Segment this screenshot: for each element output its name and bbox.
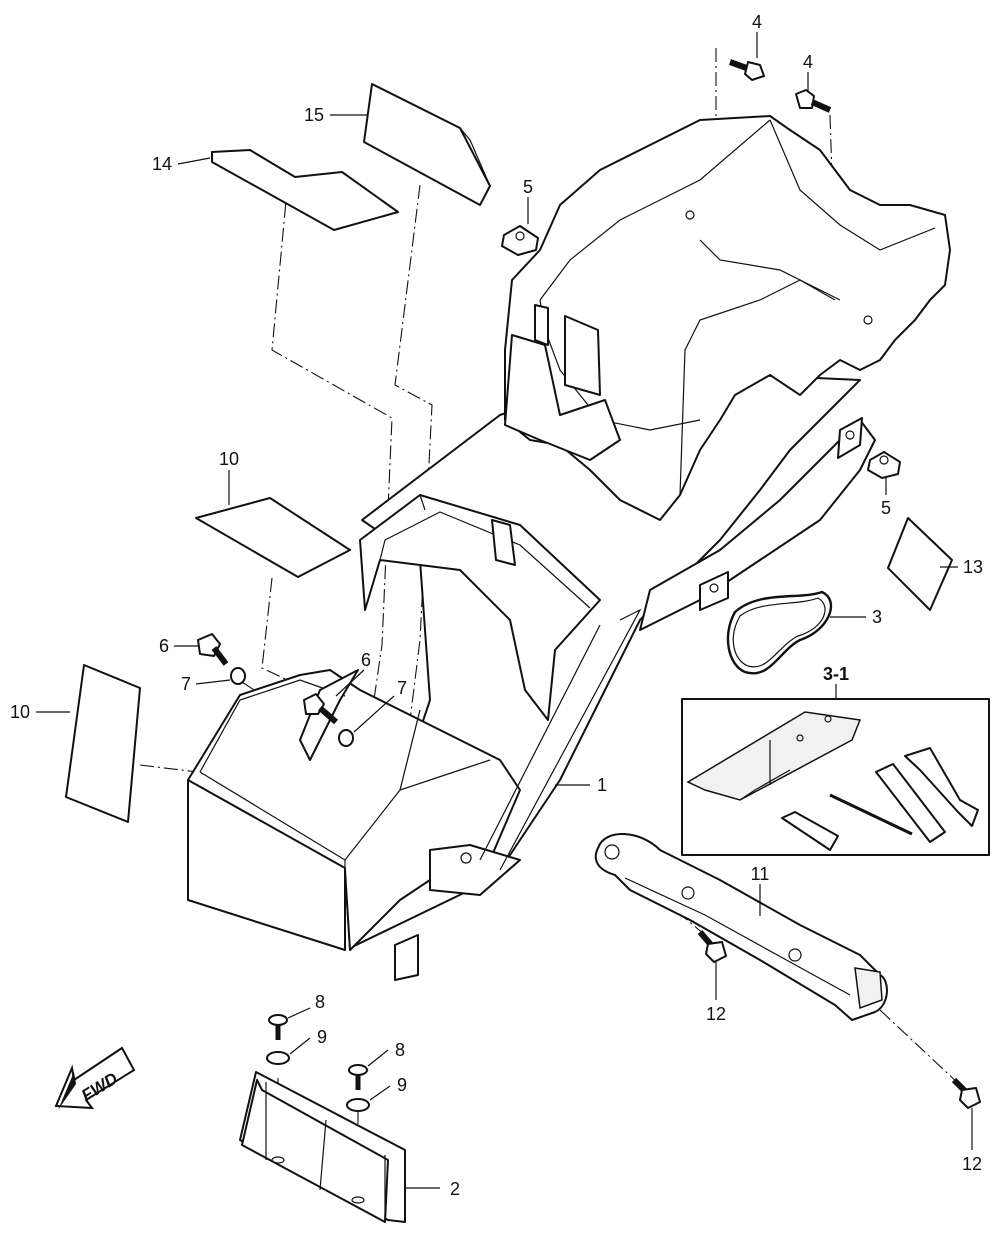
washer-9b — [346, 1098, 370, 1112]
callout-labels: 4 4 5 5 15 14 10 10 6 7 6 7 1 3 13 3-1 1… — [10, 12, 983, 1199]
part-15-foam-pad — [363, 83, 491, 206]
screw-8b — [348, 1064, 368, 1090]
callout-3-1: 3-1 — [823, 664, 849, 684]
callout-4b: 4 — [803, 52, 813, 72]
callout-14: 14 — [152, 154, 172, 174]
nut-clip-5a — [501, 225, 539, 256]
callout-10a: 10 — [219, 449, 239, 469]
bolt-12a — [697, 930, 727, 963]
washer-9a — [266, 1051, 290, 1065]
callout-8a: 8 — [315, 992, 325, 1012]
screw-8a — [268, 1014, 288, 1040]
nut-clip-5b — [867, 451, 901, 479]
callout-9b: 9 — [397, 1075, 407, 1095]
bolt-6b — [303, 693, 338, 725]
washer-7a — [230, 667, 246, 685]
callout-3: 3 — [872, 607, 882, 627]
leader-lines — [36, 32, 973, 1189]
part-2-lower-bracket — [239, 1071, 406, 1223]
callout-7b: 7 — [397, 678, 407, 698]
bolt-12b — [951, 1077, 981, 1109]
callout-5a: 5 — [523, 177, 533, 197]
part-13-label — [887, 517, 953, 611]
callout-11: 11 — [751, 864, 770, 884]
callout-9a: 9 — [317, 1027, 327, 1047]
callout-10b: 10 — [10, 702, 30, 722]
part-10-pad-upper — [195, 497, 351, 578]
callout-15: 15 — [304, 105, 324, 125]
callout-7a: 7 — [181, 674, 191, 694]
callout-1: 1 — [597, 775, 607, 795]
fasteners — [197, 59, 981, 1112]
callout-4a: 4 — [752, 12, 762, 32]
fwd-direction-arrow: FWD — [54, 1046, 136, 1110]
part-11-bracket — [594, 833, 888, 1021]
bolt-4b — [795, 89, 832, 113]
bolt-6a — [197, 633, 229, 666]
part-1-rear-fender — [187, 115, 951, 981]
part-3-seal-ring — [726, 590, 833, 675]
callout-6b: 6 — [361, 650, 371, 670]
callout-5b: 5 — [881, 498, 891, 518]
part-3-1-tool-kit — [681, 698, 990, 856]
part-14-foam-strip — [211, 149, 399, 231]
callout-12b: 12 — [962, 1154, 982, 1174]
callout-8b: 8 — [395, 1040, 405, 1060]
washer-7b — [338, 729, 354, 747]
bolt-4a — [728, 59, 765, 81]
callout-2: 2 — [450, 1179, 460, 1199]
callout-13: 13 — [963, 557, 983, 577]
callout-6a: 6 — [159, 636, 169, 656]
callout-12a: 12 — [706, 1004, 726, 1024]
part-10-pad-left — [65, 664, 141, 823]
